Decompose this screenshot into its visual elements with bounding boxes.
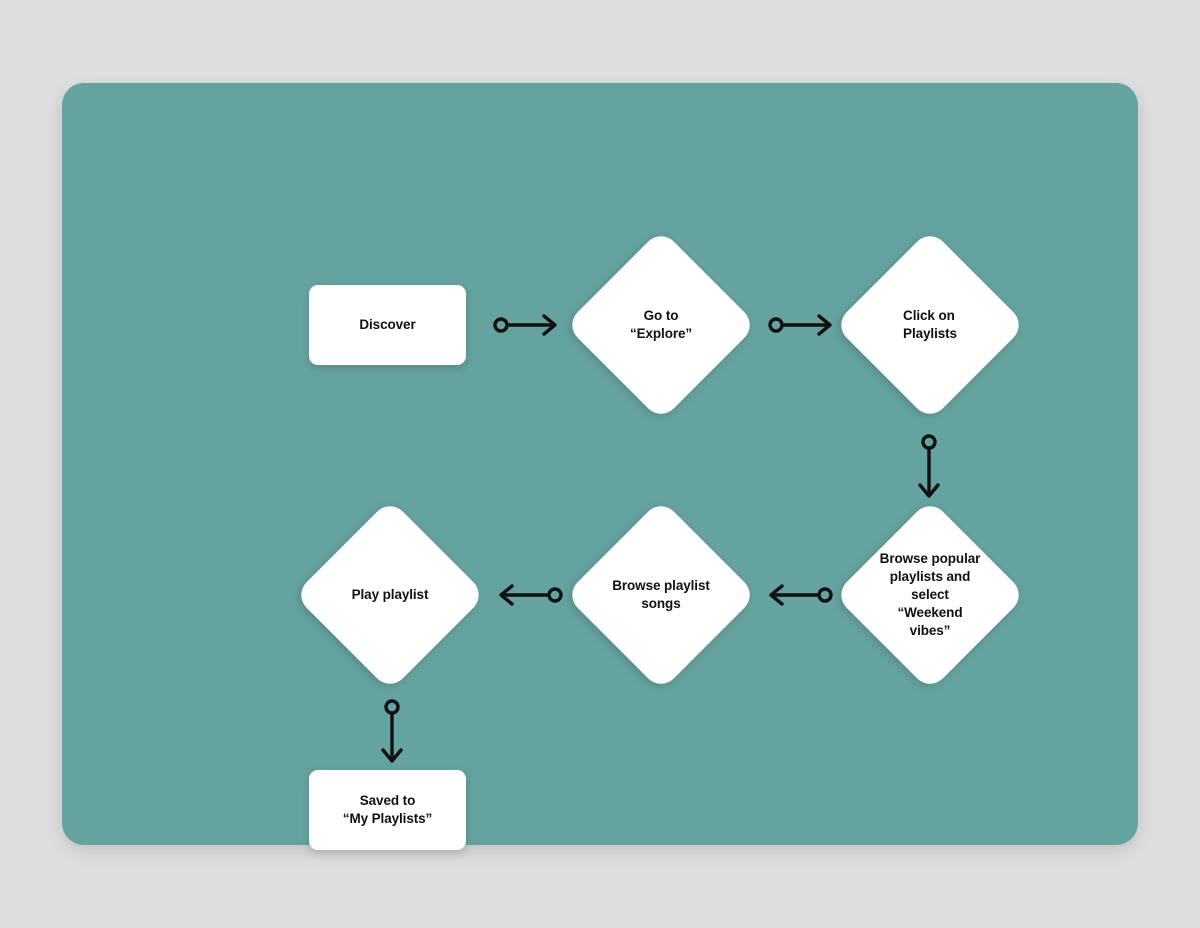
edge-start-circle-icon — [768, 317, 784, 333]
edge-explore-to-click-playlists — [767, 307, 839, 343]
edge-start-circle-icon — [547, 587, 563, 603]
edge-start-circle-icon — [921, 434, 937, 450]
arrow-left-icon — [769, 584, 784, 606]
edge-play-playlist-to-saved — [374, 698, 410, 770]
node-browse-playlist-songs[interactable]: Browse playlist songs — [564, 498, 758, 692]
node-label: Browse playlist songs — [612, 578, 710, 611]
node-browse-popular-playlists[interactable]: Browse popular playlists and select “Wee… — [833, 498, 1027, 692]
node-label: Go to “Explore” — [629, 308, 693, 341]
node-click-on-playlists[interactable]: Click on Playlists — [833, 228, 1027, 422]
node-play-playlist[interactable]: Play playlist — [293, 498, 487, 692]
edge-browse-songs-to-play-playlist — [492, 577, 564, 613]
arrow-right-icon — [542, 314, 557, 336]
edge-discover-to-explore — [492, 307, 564, 343]
edge-start-circle-icon — [817, 587, 833, 603]
node-discover[interactable]: Discover — [309, 285, 466, 365]
diagram-board: Discover Go to “Explore” Click on Playli… — [62, 83, 1138, 850]
node-saved-to-my-playlists[interactable]: Saved to “My Playlists” — [309, 770, 466, 850]
arrow-down-icon — [918, 483, 940, 498]
node-shape-rectangle — [309, 770, 466, 850]
arrow-left-icon — [499, 584, 514, 606]
node-go-to-explore[interactable]: Go to “Explore” — [564, 228, 758, 422]
node-label: Saved to “My Playlists” — [342, 793, 433, 826]
node-label: Play playlist — [351, 587, 429, 602]
arrow-right-icon — [817, 314, 832, 336]
node-label: Discover — [359, 317, 416, 332]
node-label: Click on Playlists — [903, 308, 957, 341]
node-label: Browse popular playlists and select “Wee… — [879, 551, 981, 638]
edge-click-playlists-to-browse-popular — [911, 433, 947, 505]
arrow-down-icon — [381, 748, 403, 763]
edge-browse-popular-to-browse-songs — [762, 577, 834, 613]
edge-start-circle-icon — [493, 317, 509, 333]
node-shape-rectangle — [309, 285, 466, 365]
edge-start-circle-icon — [384, 699, 400, 715]
